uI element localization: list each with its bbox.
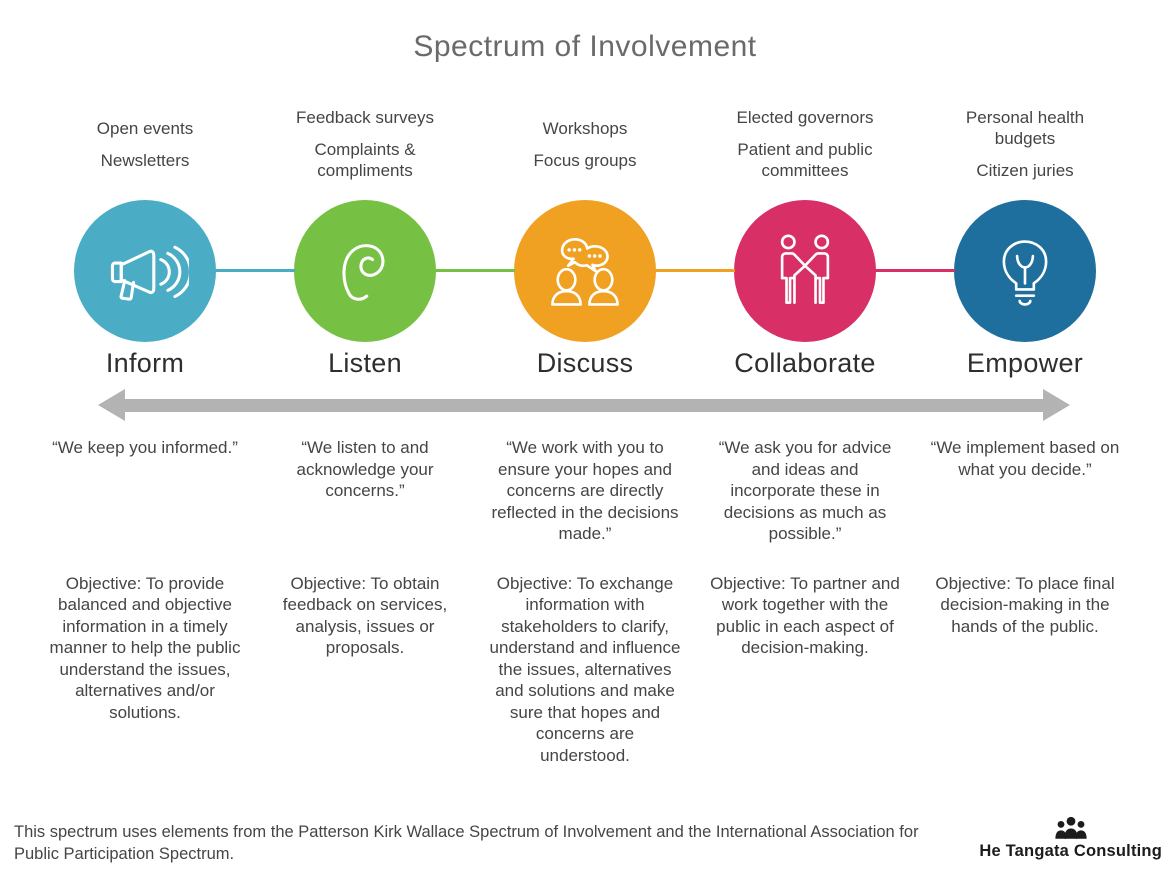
stage-objective-inform: Objective: To provide balanced and objec… (49, 573, 241, 722)
stage-quote-empower: “We implement based on what you decide.” (930, 438, 1120, 479)
stage-quote-inform: “We keep you informed.” (52, 438, 238, 457)
service-item: Workshops (542, 118, 628, 138)
connector-line (215, 269, 295, 272)
connector-line (655, 269, 735, 272)
people-group-icon (1055, 816, 1087, 839)
service-item: Open events (96, 118, 194, 138)
page-title: Spectrum of Involvement (413, 30, 757, 63)
stage-objective-discuss: Objective: To exchange information with … (489, 573, 681, 765)
stage-quote-listen: “We listen to and acknowledge your conce… (296, 438, 434, 500)
names-row: Inform Listen Discuss Collaborate Empowe… (0, 348, 1170, 379)
stage-name-collaborate: Collaborate (734, 348, 876, 378)
stage-name-listen: Listen (328, 348, 402, 378)
service-item: Complaints & compliments (314, 140, 416, 180)
stage-name-empower: Empower (966, 348, 1084, 378)
stage-services-discuss: Workshops Focus groups (475, 98, 695, 190)
brand-logo: He Tangata Consulting (979, 815, 1162, 861)
stage-circle-collaborate (734, 200, 876, 342)
lightbulb-icon (1002, 240, 1048, 306)
speech-bubbles-icon (551, 238, 619, 306)
left-arrowhead-icon (98, 389, 125, 421)
stage-quote-collaborate: “We ask you for advice and ideas and inc… (718, 438, 892, 543)
connector-line (875, 269, 955, 272)
stage-objective-empower: Objective: To place final decision-makin… (935, 573, 1115, 636)
stage-name-inform: Inform (105, 348, 185, 378)
service-item: Elected governors (736, 108, 874, 127)
stage-circle-empower (954, 200, 1096, 342)
arrow-shaft (125, 398, 1043, 412)
stage-name-discuss: Discuss (536, 348, 634, 378)
services-row: Open events Newsletters Feedback surveys… (0, 98, 1170, 190)
quotes-row: “We keep you informed.” “We listen to an… (0, 437, 1170, 545)
spectrum-arrow (98, 389, 1070, 421)
stage-services-collaborate: Elected governors Patient and public com… (695, 98, 915, 190)
stage-quote-discuss: “We work with you to ensure your hopes a… (491, 438, 679, 543)
service-item: Newsletters (100, 150, 190, 170)
stage-services-listen: Feedback surveys Complaints & compliment… (255, 98, 475, 190)
service-item: Focus groups (533, 150, 637, 170)
stage-circle-listen (294, 200, 436, 342)
ear-icon (342, 244, 385, 301)
stage-circle-discuss (514, 200, 656, 342)
footer-note: This spectrum uses elements from the Pat… (14, 823, 919, 863)
objectives-row: Objective: To provide balanced and objec… (0, 573, 1170, 767)
stage-objective-collaborate: Objective: To partner and work together … (710, 573, 900, 658)
stage-objective-listen: Objective: To obtain feedback on service… (282, 573, 448, 658)
service-item: Citizen juries (976, 161, 1074, 180)
megaphone-icon (110, 245, 189, 301)
circles-row (0, 200, 1170, 342)
service-item: Patient and public committees (737, 140, 873, 180)
stage-circle-inform (74, 200, 216, 342)
stage-services-empower: Personal health budgets Citizen juries (915, 98, 1135, 190)
handshake-icon (780, 234, 830, 304)
connector-line (435, 269, 515, 272)
service-item: Feedback surveys (296, 108, 434, 127)
right-arrowhead-icon (1043, 389, 1070, 421)
stage-services-inform: Open events Newsletters (35, 98, 255, 190)
brand-name: He Tangata Consulting (979, 842, 1162, 860)
service-item: Personal health budgets (965, 108, 1085, 148)
